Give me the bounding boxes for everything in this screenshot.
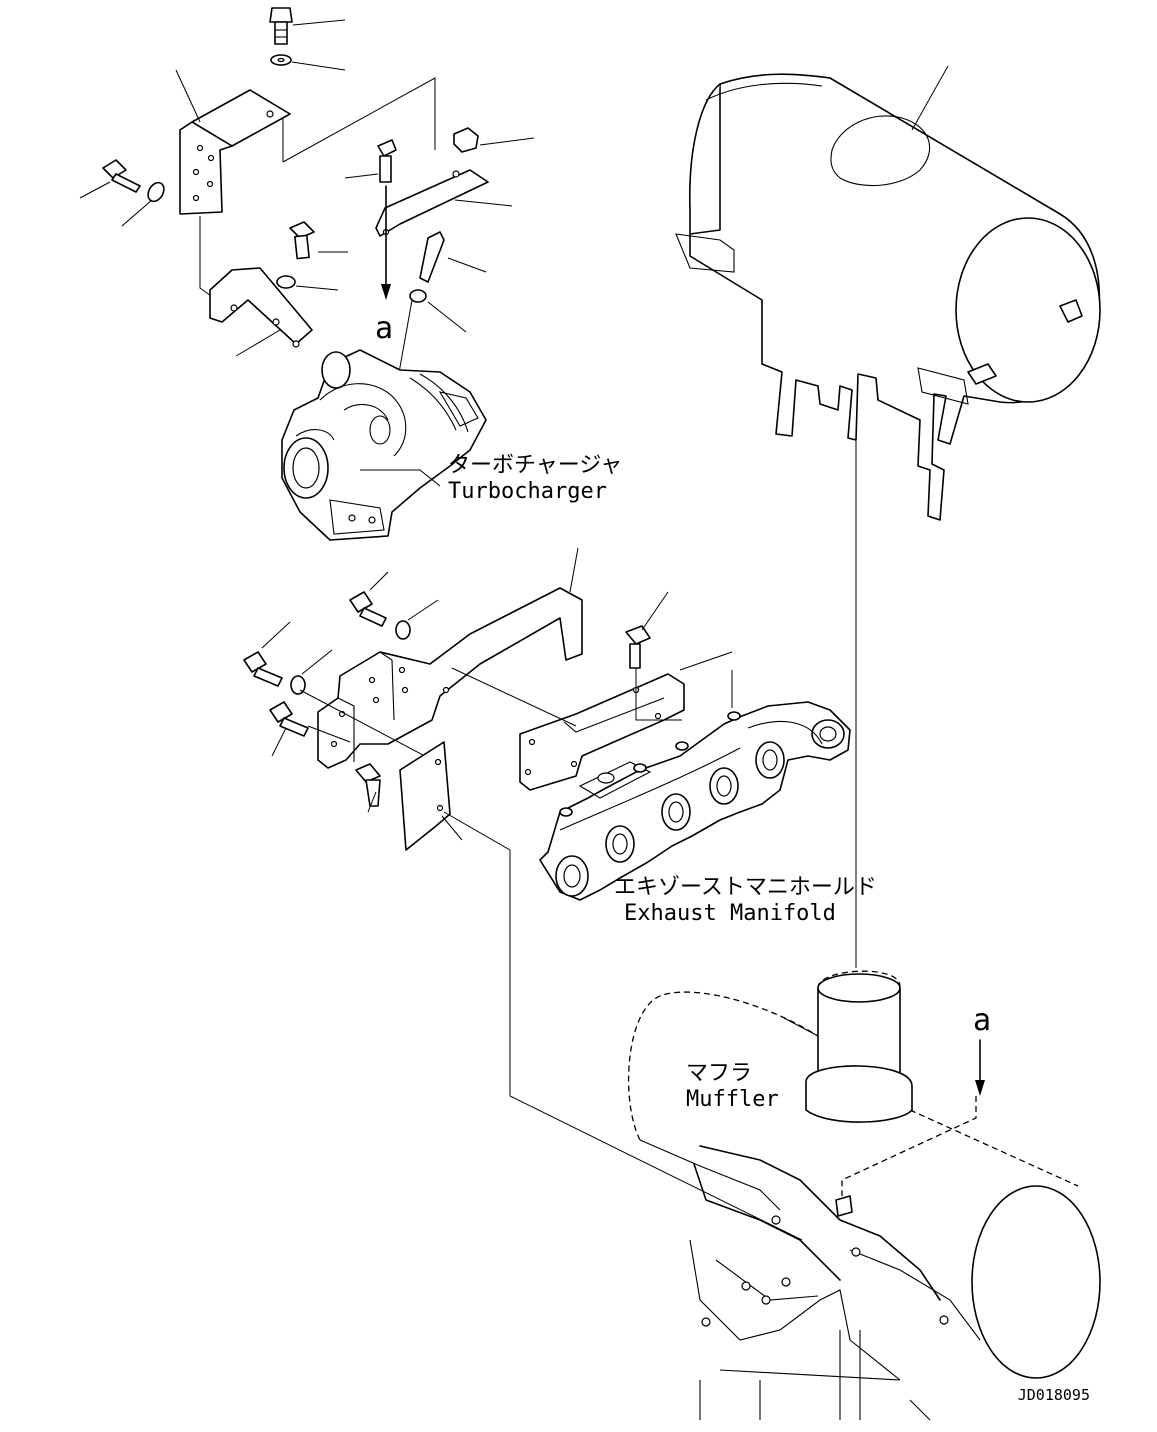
washer-icon [409, 289, 427, 303]
l-bracket-icon [179, 89, 291, 215]
muffler-jp-label: マフラ [686, 1061, 752, 1086]
exhaust-manifold-illustration [539, 701, 851, 901]
turbocharger-illustration [281, 349, 487, 541]
manifold-bracket [451, 591, 733, 791]
manifold-en-label: Exhaust Manifold [624, 901, 836, 926]
middle-bracket-group [243, 547, 803, 1241]
muffler-en-label: Muffler [686, 1087, 779, 1112]
flange-bolt-icon [102, 159, 141, 193]
lower-small-bracket [209, 221, 348, 357]
top-bolt-icon [269, 7, 293, 45]
washer-icon [395, 620, 411, 640]
turbocharger-jp-label: ターボチャージャ [448, 453, 622, 478]
washer-icon [147, 181, 165, 203]
upper-bracket-group [79, 7, 436, 299]
washer-icon [276, 275, 296, 289]
plate-group: a [344, 127, 535, 413]
drawing-number: JD018095 [1018, 1386, 1090, 1404]
view-marker-a-label: a [375, 311, 393, 346]
view-marker-b-label: a [973, 1003, 991, 1038]
turbocharger-en-label: Turbocharger [448, 479, 607, 504]
heat-shield-cover [675, 65, 1101, 521]
muffler-illustration [627, 970, 1101, 1421]
washer-icon [290, 675, 306, 695]
manifold-jp-label: エキゾーストマニホールド [614, 875, 877, 900]
